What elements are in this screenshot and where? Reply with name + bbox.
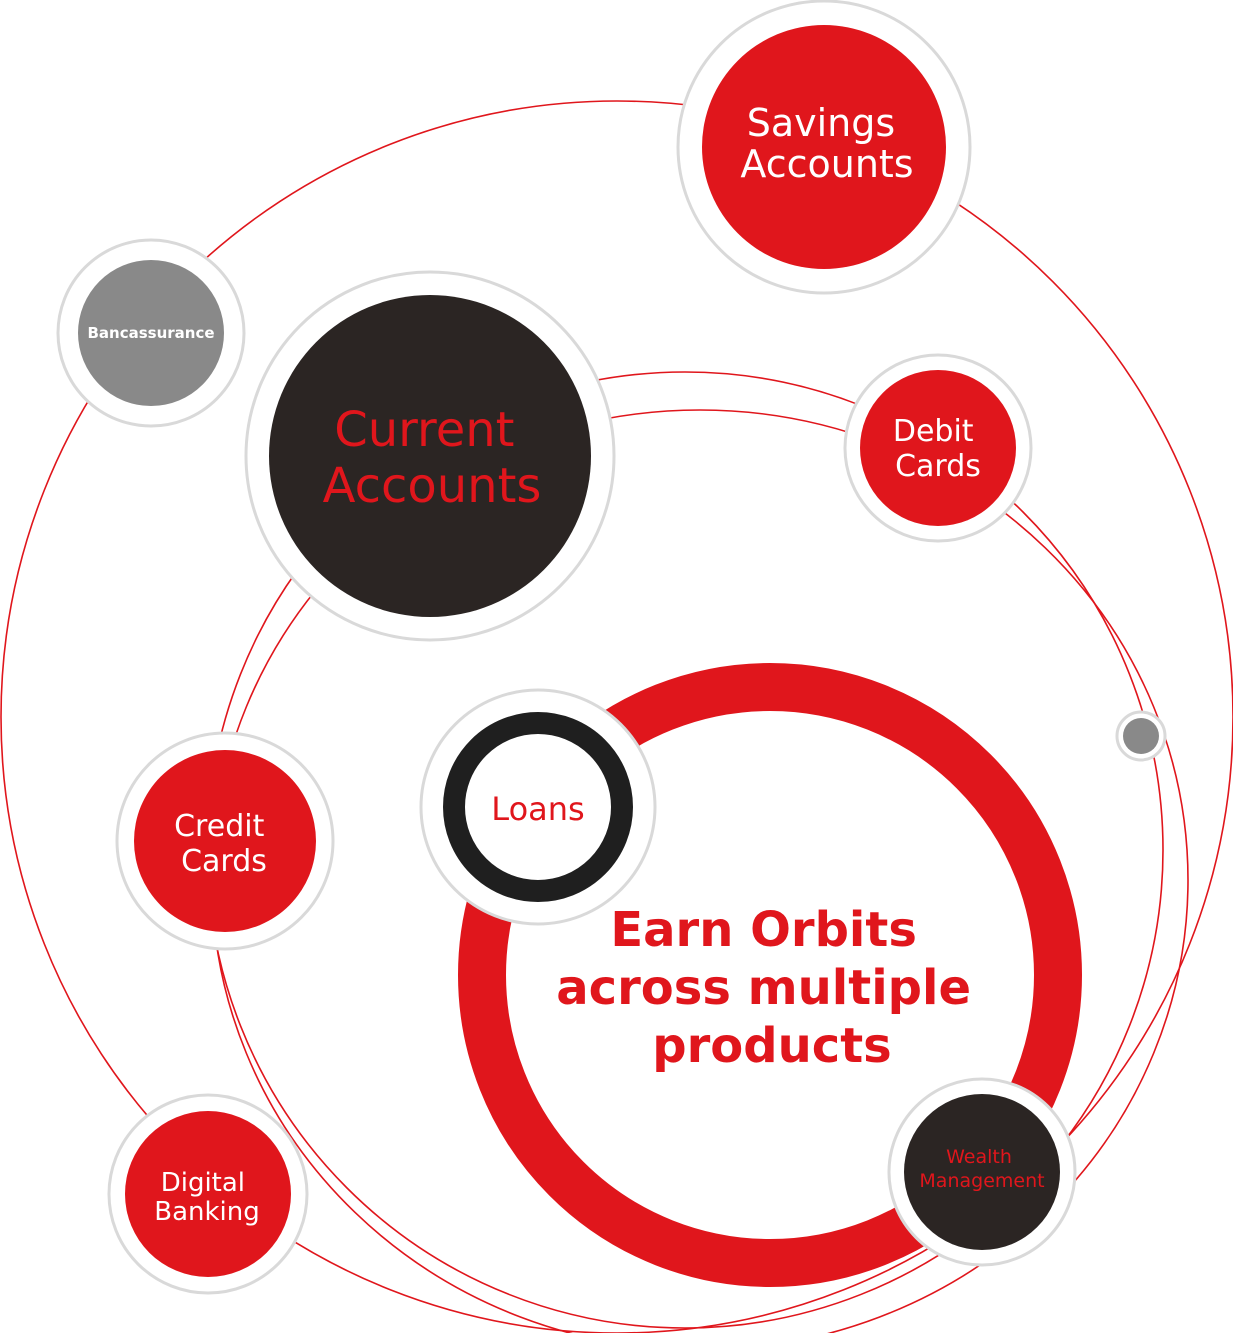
bancassurance-label: Bancassurance: [87, 324, 214, 342]
debit-label-line-1: Debit: [893, 414, 974, 449]
center-headline: Earn Orbits across multiple products: [556, 902, 987, 1074]
node-credit-cards[interactable]: Credit Cards: [115, 731, 335, 951]
svg-text:Current Accounts: Current Accounts: [323, 402, 542, 514]
main-ring: [458, 663, 1082, 1287]
node-debit-cards[interactable]: Debit Cards: [843, 353, 1033, 543]
current-label-line-2: Accounts: [323, 458, 542, 514]
node-wealth-management[interactable]: Wealth Management: [887, 1077, 1077, 1267]
svg-text:Digital Banking: Digital Banking: [154, 1168, 260, 1227]
node-digital-banking[interactable]: Digital Banking: [107, 1093, 309, 1295]
earn-orbits-ring: [458, 663, 1082, 1287]
wealth-circle: [904, 1094, 1060, 1250]
center-line-1: Earn Orbits: [610, 902, 917, 958]
outer-orbit: [0, 100, 1233, 1333]
savings-label-line-1: Savings: [747, 101, 895, 145]
digital-label-line-1: Digital: [161, 1168, 245, 1198]
debit-label-line-2: Cards: [895, 449, 981, 484]
credit-label-line-2: Cards: [181, 844, 267, 879]
node-savings-accounts[interactable]: Savings Accounts: [676, 0, 972, 295]
credit-circle: [134, 750, 316, 932]
svg-text:Debit Cards: Debit Cards: [893, 414, 983, 484]
svg-text:Wealth Management: Wealth Management: [919, 1146, 1044, 1192]
bancassurance-circle: [78, 260, 224, 406]
orbit-dot-circle: [1123, 718, 1159, 754]
savings-circle: [702, 25, 946, 269]
wealth-label-line-1: Wealth: [946, 1146, 1012, 1168]
node-bancassurance[interactable]: Bancassurance: [56, 238, 246, 428]
node-current-accounts[interactable]: Current Accounts: [244, 270, 616, 642]
center-line-2: across multiple: [556, 960, 971, 1016]
loans-ring: [443, 712, 633, 902]
center-line-3: products: [652, 1018, 892, 1074]
digital-label-line-2: Banking: [154, 1197, 260, 1227]
loans-label: Loans: [491, 790, 584, 828]
savings-label-line-2: Accounts: [740, 142, 913, 186]
svg-text:Credit Cards: Credit Cards: [174, 809, 274, 879]
debit-circle: [860, 370, 1016, 526]
digital-circle: [125, 1111, 291, 1277]
credit-label-line-1: Credit: [174, 809, 264, 844]
orbit-dot: [1115, 710, 1167, 762]
svg-text:Savings Accounts: Savings Accounts: [740, 101, 913, 186]
node-loans[interactable]: Loans: [419, 688, 657, 926]
current-label-line-1: Current: [334, 402, 514, 458]
wealth-label-line-2: Management: [919, 1170, 1044, 1192]
current-circle: [269, 295, 591, 617]
